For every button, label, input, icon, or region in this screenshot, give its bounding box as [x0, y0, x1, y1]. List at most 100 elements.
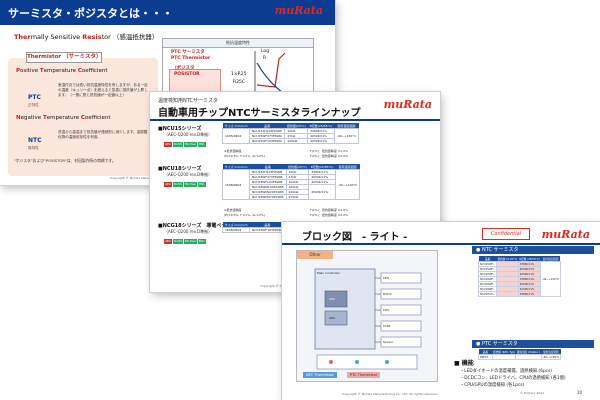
ptc-note: 室温付近では低い抵抗温度特性を有しますが、ある一定の温度（キュリー点）を超えると… — [58, 83, 148, 97]
series-ncu15-note: （AEC-Q200 rev.D準拠） — [164, 132, 213, 137]
table-row: PRF15...-40~+150°C — [478, 354, 562, 360]
ptc-label: PTC — [28, 94, 41, 101]
table-cell: NCU15WF473F6SRC — [249, 133, 286, 139]
posistor-label-en: POSISTOR — [174, 72, 200, 77]
table-cell: NCU18WM104E1SRB — [249, 184, 287, 190]
diagram-blocks — [314, 268, 422, 370]
col-part: 品番 — [249, 164, 286, 170]
badge-pbfree: Pb-free — [184, 142, 197, 147]
term-text: mally Sensitive — [30, 33, 83, 41]
table-row: NCU15WF...4050K±1% — [477, 266, 561, 272]
negative-term: Negative Temperature Coefficient — [16, 115, 111, 121]
function-title: ■ 機能 — [454, 360, 474, 367]
badge-msl: MSL — [197, 182, 206, 187]
table-row: NCU18WM104E1SRB 100kΩ 4500K±1% — [223, 184, 360, 200]
term-text: tor — [101, 33, 111, 41]
term-text: ositive — [20, 68, 40, 74]
ldo-label: LDO — [383, 308, 390, 312]
col-resistance: 抵抗値 (R,25°C) — [496, 256, 519, 262]
series-ncu15: ■NCU15シリーズ — [158, 126, 202, 132]
col-range: 使用温度範囲 — [334, 123, 359, 129]
table-cell: 4500K±1% — [308, 184, 336, 200]
table-cell — [515, 354, 542, 360]
term-text: oefficient — [84, 115, 111, 121]
col-bconst: B定数(25/85°C) — [308, 164, 336, 170]
term-letter: C — [77, 68, 82, 74]
cpu-label: CPU — [329, 297, 336, 301]
copyright: Copyright © Murata Manufacturing Co., Lt… — [342, 392, 438, 396]
function-item: ・LEDダイオードの温度補償、過熱検知 (6pcs) — [460, 369, 552, 374]
table-cell: 100kΩ — [284, 138, 309, 144]
table-cell: NCU15WF104F6SRC — [249, 138, 286, 144]
table-row: 1005/0402 NCU15XH103F6SRC 10kΩ 3380K±1% … — [221, 128, 360, 144]
col-part: 品番 — [249, 222, 286, 228]
badge-pbfree: Pb-free — [184, 182, 197, 187]
ptc-table: 品番 抵抗値 (R25, Typ) 検知温度 (Rdetec.) 使用温度範囲 … — [478, 349, 562, 360]
table-cell: -40~+150°C — [334, 169, 361, 200]
table-row: NCU18XH... 3380K±1% — [477, 291, 561, 297]
badge-aec: AEC — [164, 142, 173, 147]
legend-ptc: PTC Thermistor — [347, 372, 381, 378]
posistor-label: （ポジスタ — [172, 66, 195, 71]
col-part: 品番 — [478, 349, 493, 355]
ncu15-table: サイズ mm/inch 品番 抵抗値(25°C) B定数(25/85°C) 使用… — [221, 123, 360, 144]
r-tick-1: 1×R25 — [231, 72, 247, 77]
slide-header-bar — [0, 0, 335, 25]
ptc-label-en: PTC Thermistor — [171, 56, 211, 61]
series-ncu18: ■NCU18シリーズ — [158, 166, 202, 172]
murata-logo: muRata — [274, 4, 323, 17]
col-range: 使用温度範囲 — [335, 164, 360, 170]
table-cell: NCU15XH103F6SRC — [249, 128, 286, 134]
ntc-section-header: ● NTC サーミスタ — [472, 246, 594, 254]
table-cell: NCU18WM224E1SRB — [249, 189, 287, 195]
page-number: 10 — [576, 390, 582, 395]
ptc-section-header: ● PTC サーミスタ — [472, 340, 594, 348]
size-cell: 1005/0402 — [221, 128, 251, 144]
table-note: ※抵抗値精度 — [224, 149, 242, 153]
slide-title: 自動車用チップNTCサーミスタラインナップ — [158, 108, 361, 119]
sensor-label: Sensor — [383, 340, 394, 344]
trademark-footnote: "ポジスタ"および"POSISTOR"は、村田製作所の商標です。 — [14, 158, 116, 163]
table-header-row: 品番 抵抗値 (R,25°C) B定数 (25/50°C) 使用温度範囲 — [478, 256, 561, 262]
table-cell: 3380K±1% — [517, 291, 542, 297]
col-resistance: 抵抗値(25°C) — [284, 123, 308, 129]
table-cell: -40~+150°C — [540, 261, 561, 297]
table-note: F(1%)：抵抗値精度 ±1.0% — [310, 208, 348, 212]
table-note: ※抵抗値精度 — [224, 208, 242, 212]
table-cell: NCU18XH... — [477, 291, 498, 297]
slide-title: サーミスタ・ポジスタとは・・・ — [8, 7, 173, 20]
table-note: (E)±0.5%, F:±1%, (G:±2%) — [224, 154, 265, 158]
table-row: NCU18WF473F6SRB 47kΩ 4050K±1% — [223, 174, 360, 180]
r-tick-2: R25C — [233, 80, 245, 85]
main-controller-label: Main Controller — [317, 271, 340, 275]
dcdc-label: DCDC — [383, 292, 392, 296]
badge-pbfree: Pb-free — [184, 239, 197, 244]
badge-rohs: RoHS — [173, 182, 183, 187]
table-cell: -40~+150°C — [333, 128, 360, 144]
series-ncu18-note: （AEC-Q200 rev.D準拠） — [164, 172, 213, 177]
slide-title: ブロック図 - ライト - — [302, 232, 408, 243]
y-axis-label: Log — [261, 49, 270, 54]
badge-aec: AEC — [164, 182, 173, 187]
table-header-row: 品番 抵抗値 (R25, Typ) 検知温度 (Rdetec.) 使用温度範囲 — [478, 349, 561, 355]
term-text: egative — [20, 115, 43, 121]
definition-panel — [8, 58, 158, 176]
badge-row: AEC RoHS Pb-free MSL — [164, 142, 206, 147]
term-letter: N — [16, 115, 21, 121]
chart-title: 抵抗温度特性 — [163, 39, 313, 48]
table-note: F(2%)：抵抗値精度 ±2.0% — [310, 213, 348, 217]
col-part: 品番 — [249, 123, 285, 129]
term-letter: P — [16, 68, 21, 74]
badge-rohs: RoHS — [173, 239, 183, 244]
table-cell — [496, 291, 519, 297]
term-letters: Resis — [82, 33, 102, 41]
series-ncg18: ■NCG18シリーズ 導電ペースト対応 — [158, 223, 247, 229]
ptc-highlight-box — [169, 69, 221, 93]
table-cell: -40~+150°C — [540, 354, 562, 360]
col-part: 品番 — [478, 256, 497, 262]
term-letter: C — [80, 115, 85, 121]
table-row: NCU18WF...4250K±1% — [477, 271, 561, 277]
table-cell: 470kΩ — [285, 194, 310, 200]
confidential-stamp: Confidential — [482, 228, 530, 240]
table-row: NCU18WM474E1SRB 470kΩ — [223, 194, 360, 200]
